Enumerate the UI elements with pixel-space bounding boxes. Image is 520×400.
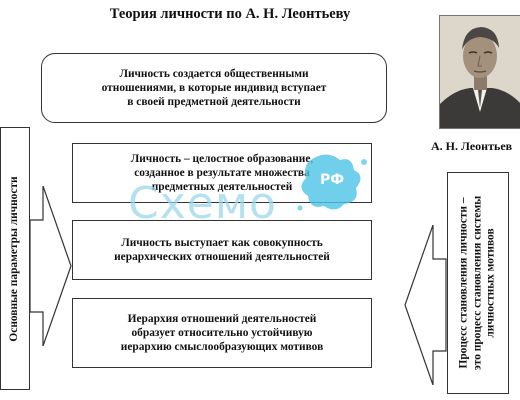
right-vertical-label-box: Процесс становления личности – это проце… [447,172,509,394]
portrait-photo [439,15,520,129]
top-definition-text: Личность создается общественными отношен… [101,67,327,109]
parameter-text-1: Личность – целостное образование, создан… [130,152,314,194]
top-definition-box: Личность создается общественными отношен… [41,53,387,123]
parameter-box-2: Личность выступает как совокупность иера… [72,220,372,280]
diagram-title: Теория личности по А. Н. Леонтьеву [109,6,351,22]
left-vertical-label-box: Основные параметры личности [0,127,30,390]
portrait-silhouette-icon [440,16,520,128]
parameter-box-1: Личность – целостное образование, создан… [72,143,372,203]
parameter-text-2: Личность выступает как совокупность иера… [114,236,330,263]
left-vertical-label: Основные параметры личности [8,175,21,342]
portrait-caption: А. Н. Леонтьев [431,139,513,153]
right-vertical-label: Процесс становления личности – это проце… [457,195,497,371]
parameter-box-3: Иерархия отношений деятельностей образуе… [72,298,372,368]
right-hollow-arrow-icon [30,186,72,346]
left-hollow-arrow-icon [404,225,447,385]
parameter-text-3: Иерархия отношений деятельностей образуе… [120,312,324,354]
